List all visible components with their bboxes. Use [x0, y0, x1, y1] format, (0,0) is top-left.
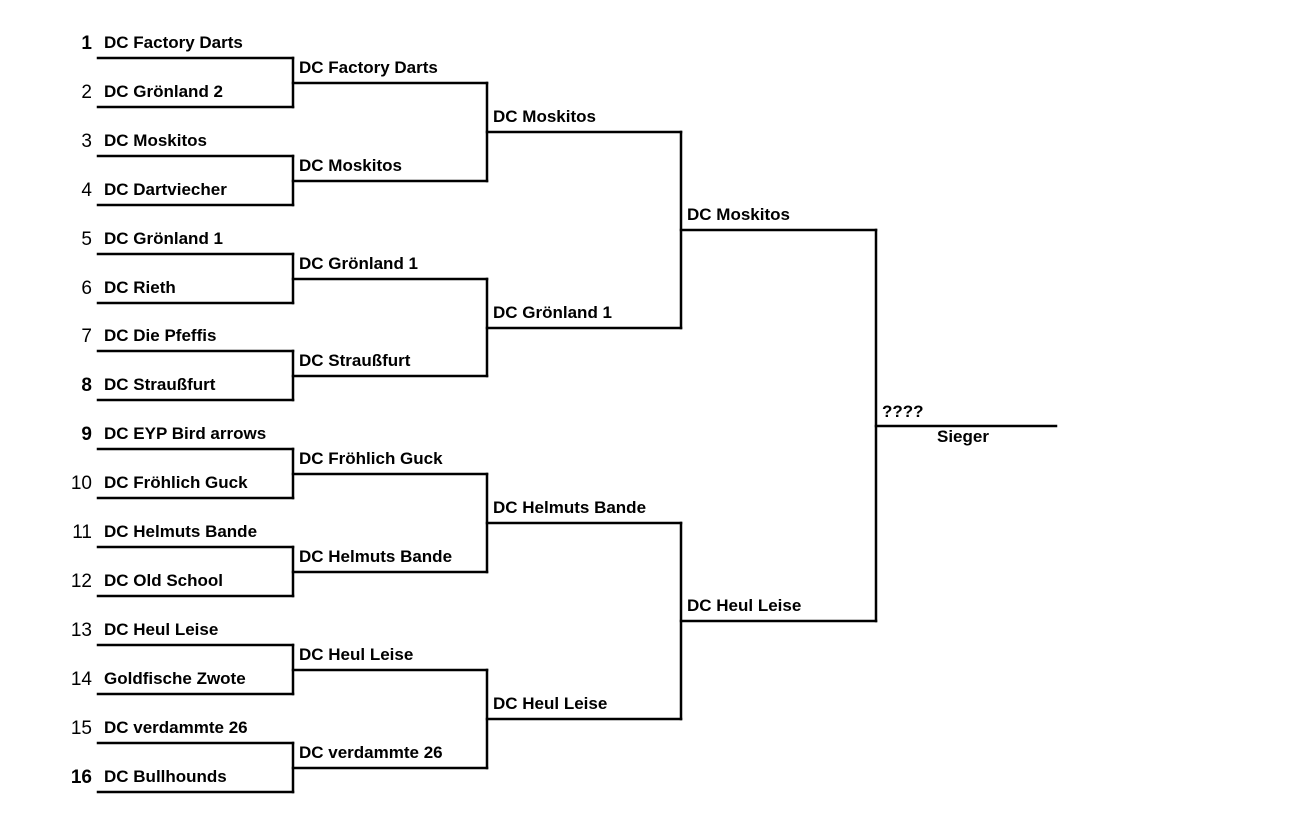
seed-number: 13	[70, 620, 92, 641]
round1-team-label: DC Bullhounds	[104, 767, 227, 786]
round4-team-label: DC Heul Leise	[687, 596, 802, 615]
round1-team-label: DC Fröhlich Guck	[104, 473, 248, 492]
round4-team-label: DC Moskitos	[687, 205, 790, 224]
round2-team-label: DC Helmuts Bande	[299, 547, 453, 566]
seed-number: 14	[70, 669, 92, 690]
seed-number: 15	[70, 718, 92, 739]
seed-number: 11	[72, 522, 92, 543]
seed-number: 12	[70, 571, 92, 592]
round1-team-label: DC Straußfurt	[104, 375, 216, 394]
seed-number: 6	[81, 278, 92, 299]
round1-team-label: Goldfische Zwote	[104, 669, 246, 688]
round2-team-label: DC Fröhlich Guck	[299, 449, 443, 468]
seed-number: 3	[81, 131, 92, 152]
round2-team-label: DC Grönland 1	[299, 254, 419, 273]
round1-team-label: DC verdammte 26	[104, 718, 248, 737]
round1-team-label: DC Die Pfeffis	[104, 326, 217, 345]
round1-team-label: DC Rieth	[104, 278, 176, 297]
seed-number: 10	[70, 473, 92, 494]
seed-number: 8	[81, 375, 92, 396]
round1-team-label: DC Helmuts Bande	[104, 522, 258, 541]
round3-team-label: DC Moskitos	[493, 107, 596, 126]
round2-team-label: DC verdammte 26	[299, 743, 443, 762]
seed-number: 5	[81, 229, 92, 250]
round2-team-label: DC Factory Darts	[299, 58, 438, 77]
final-caption: Sieger	[937, 427, 989, 446]
round2-team-label: DC Straußfurt	[299, 351, 411, 370]
round3-team-label: DC Grönland 1	[493, 303, 613, 322]
seed-number: 4	[81, 180, 92, 201]
seed-number: 7	[81, 326, 92, 347]
round1-team-label: DC Old School	[104, 571, 223, 590]
round1-team-label: DC Moskitos	[104, 131, 207, 150]
final-winner: ????	[882, 402, 924, 421]
seed-number: 1	[81, 33, 92, 54]
seed-number: 16	[70, 767, 92, 788]
round1-team-label: DC Dartviecher	[104, 180, 227, 199]
round2-team-label: DC Heul Leise	[299, 645, 414, 664]
seed-number: 2	[81, 82, 92, 103]
seed-number: 9	[81, 424, 92, 445]
round3-team-label: DC Helmuts Bande	[493, 498, 647, 517]
round1-team-label: DC Factory Darts	[104, 33, 243, 52]
round1-team-label: DC EYP Bird arrows	[104, 424, 267, 443]
round1-team-label: DC Grönland 2	[104, 82, 224, 101]
round1-team-label: DC Grönland 1	[104, 229, 224, 248]
round2-team-label: DC Moskitos	[299, 156, 402, 175]
round3-team-label: DC Heul Leise	[493, 694, 608, 713]
round1-team-label: DC Heul Leise	[104, 620, 219, 639]
